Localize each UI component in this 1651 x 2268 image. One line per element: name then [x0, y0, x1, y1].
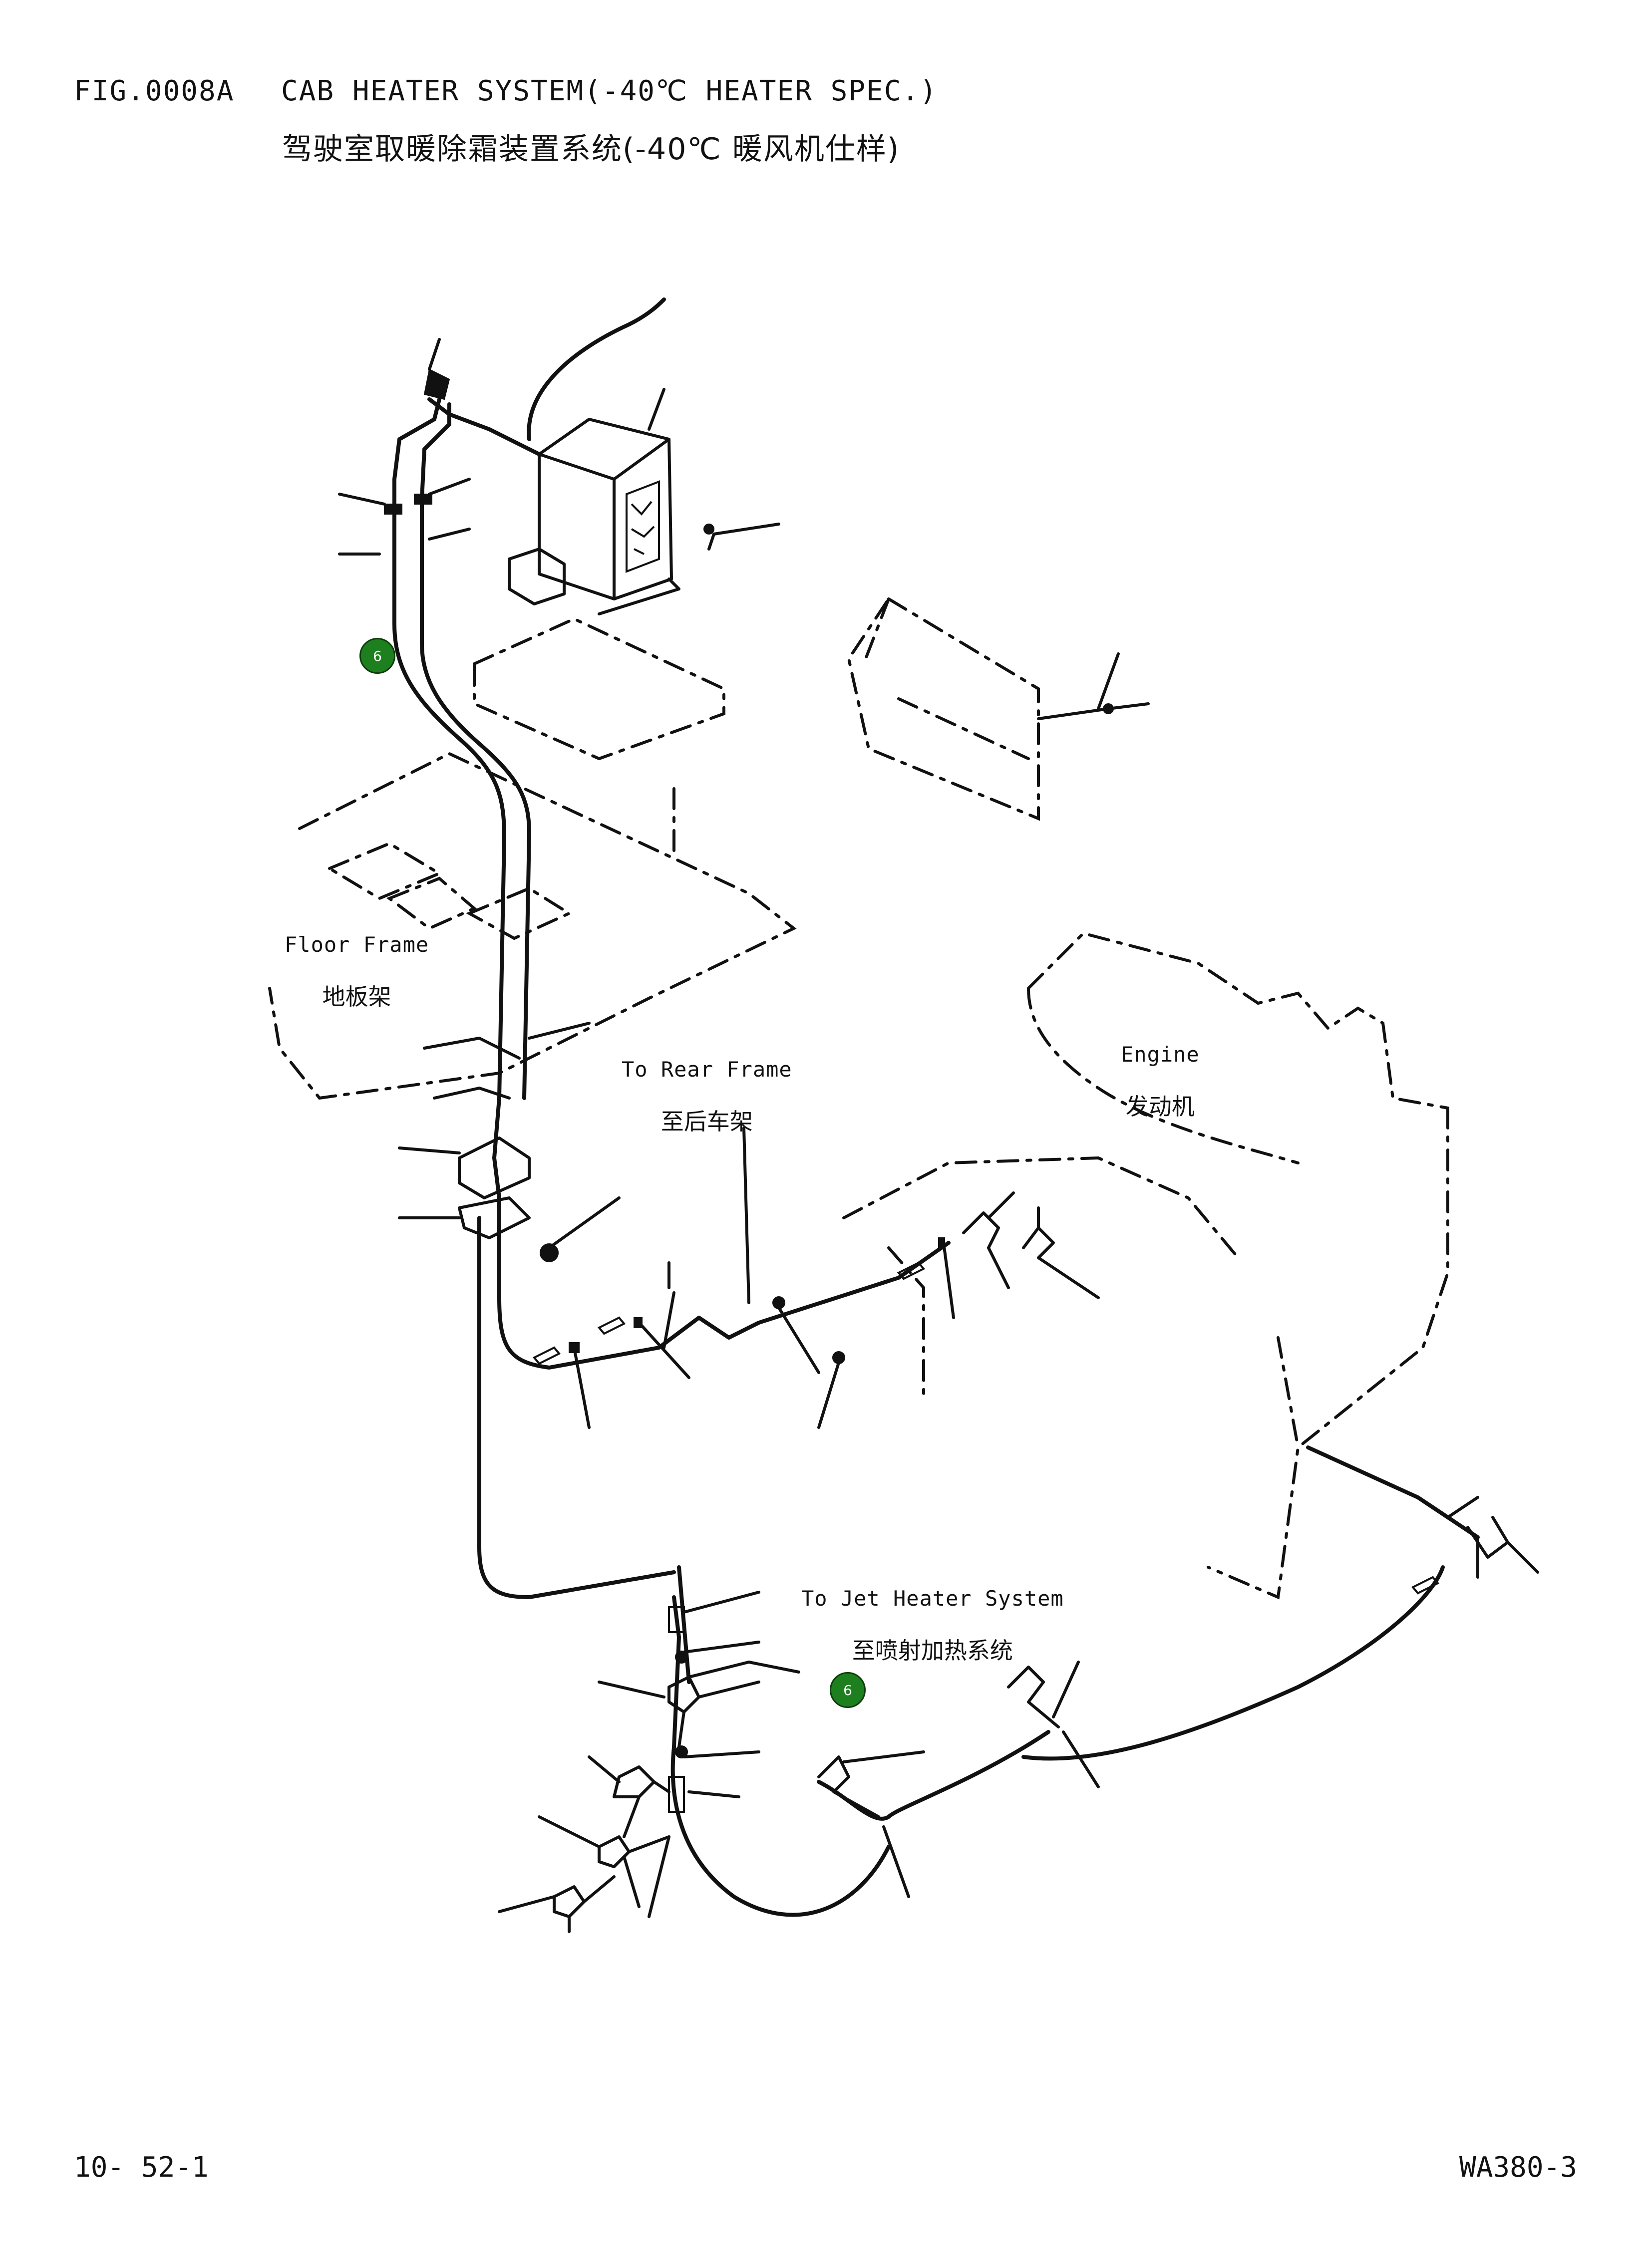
- engine-outline: [842, 931, 1449, 1600]
- heater-unit: [508, 388, 680, 615]
- rear-frame-label-en: To Rear Frame: [622, 1057, 792, 1082]
- engine-label-en: Engine: [1121, 1042, 1200, 1067]
- rear-frame-label: To Rear Frame 至后车架: [622, 1038, 792, 1155]
- central-pipe-run: [398, 1022, 951, 1599]
- engine-label-cn: 发动机: [1125, 1093, 1195, 1120]
- figure-code: FIG.0008A: [74, 75, 235, 107]
- figure-title-cn: 驾驶室取暖除霜装置系统(-40℃ 暖风机仕样): [282, 132, 900, 167]
- jet-heater-label-en: To Jet Heater System: [801, 1586, 1064, 1611]
- lower-left-fittings: [498, 1591, 891, 1933]
- floor-frame-label-cn: 地板架: [322, 983, 391, 1010]
- model-code: WA380-3: [1459, 2151, 1577, 2184]
- callout-6-lower-number: 6: [843, 1682, 852, 1699]
- rear-frame-label-cn: 至后车架: [660, 1108, 753, 1135]
- floor-frame-label: Floor Frame 地板架: [285, 913, 429, 1031]
- floor-frame-label-en: Floor Frame: [285, 932, 429, 957]
- engine-label: Engine 发动机: [1121, 1023, 1200, 1140]
- figure-title: FIG.0008A CAB HEATER SYSTEM(-40℃ HEATER S…: [74, 75, 938, 107]
- cab-side-component: [847, 596, 1150, 821]
- upper-hoses: [338, 297, 780, 1100]
- callout-6-upper-number: 6: [373, 647, 382, 664]
- callout-6-lower[interactable]: 6: [830, 1672, 866, 1708]
- jet-heater-label: To Jet Heater System 至喷射加热系统: [801, 1567, 1064, 1685]
- floor-frame-outline: [268, 617, 797, 1100]
- page-number: 10- 52-1: [74, 2151, 209, 2184]
- jet-heater-label-cn: 至喷射加热系统: [852, 1637, 1013, 1664]
- callout-6-upper[interactable]: 6: [359, 638, 395, 674]
- lower-clamps: [532, 1127, 1100, 1429]
- figure-title-en: CAB HEATER SYSTEM(-40℃ HEATER SPEC.): [281, 75, 938, 107]
